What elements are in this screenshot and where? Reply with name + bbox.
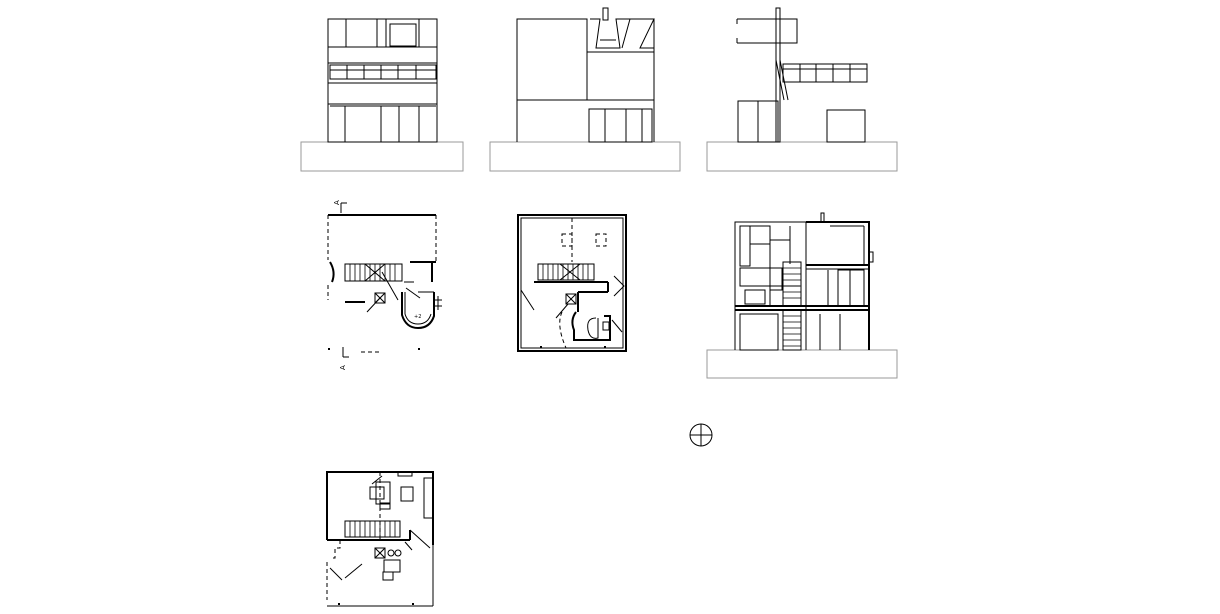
- ground-floor-plan: A: [327, 200, 442, 370]
- ground-windows: [588, 108, 653, 143]
- ground-band: [489, 141, 681, 172]
- column-core: [374, 547, 386, 559]
- column-core: [374, 292, 386, 304]
- front-elevation: [300, 18, 464, 172]
- strip-window: [329, 64, 437, 80]
- roof-structure: [590, 7, 655, 49]
- section-stair: [782, 261, 802, 351]
- cut-label-bottom: A: [339, 365, 347, 370]
- bathroom: [571, 311, 611, 341]
- window-top: [385, 18, 420, 48]
- stair: [537, 263, 595, 281]
- furniture: [369, 471, 434, 519]
- side-elevation-a: [489, 7, 681, 172]
- section-partitions: [739, 225, 800, 306]
- column-core: [565, 293, 577, 305]
- facade-outline: [327, 18, 438, 143]
- window-top: [345, 18, 378, 48]
- section-cut-marker: A: [333, 200, 347, 213]
- wall-panel: [516, 18, 588, 101]
- second-floor-plan: [326, 471, 434, 607]
- strip-window: [782, 63, 868, 83]
- stair: [344, 520, 401, 538]
- skylight: [561, 233, 573, 247]
- cut-label-top: A: [333, 200, 341, 205]
- curved-room: [401, 292, 435, 330]
- ground-glazing: [330, 105, 436, 142]
- level-mark: +2: [414, 314, 421, 320]
- stair: [344, 263, 403, 282]
- first-floor-plan: [517, 214, 627, 352]
- window-frame: [389, 23, 417, 47]
- ground-band: [706, 141, 898, 172]
- outer-wall: [517, 214, 627, 352]
- section: [706, 212, 898, 379]
- side-elevation-b: [706, 7, 898, 172]
- north-arrow-icon: [689, 423, 713, 447]
- skylight: [595, 233, 607, 247]
- garage-door: [826, 109, 866, 143]
- ground-band: [706, 349, 898, 379]
- ground-band: [300, 141, 464, 172]
